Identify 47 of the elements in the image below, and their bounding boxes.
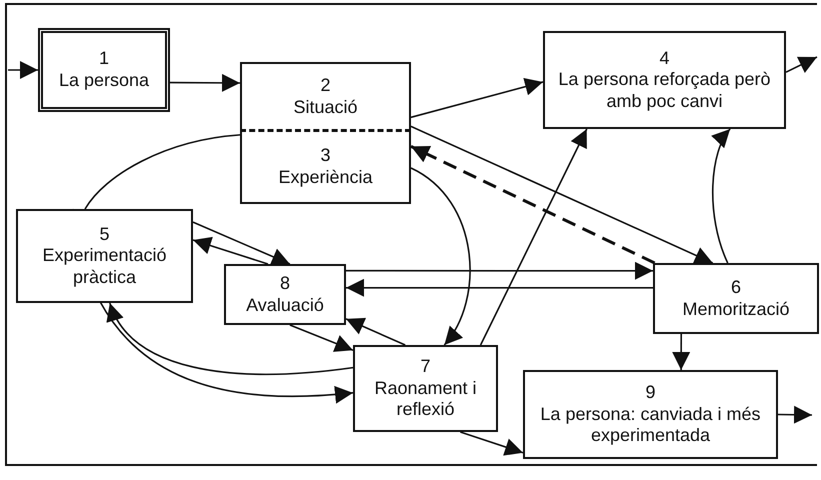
arrow	[672, 334, 690, 370]
arrow	[786, 56, 818, 73]
step-label: Experiència	[278, 167, 373, 189]
arrow	[192, 221, 290, 266]
process-box	[543, 31, 786, 129]
step-label: Memorització	[682, 298, 790, 320]
step-label: La persona	[58, 70, 150, 92]
process-box	[353, 345, 498, 432]
step-label: Situació	[293, 96, 358, 118]
arrow	[290, 324, 354, 352]
arrow	[346, 278, 653, 297]
process-box	[240, 62, 411, 132]
step-number: 9	[645, 382, 656, 404]
arrow	[778, 406, 812, 424]
arrow	[8, 61, 38, 79]
arrow	[410, 78, 544, 118]
step-number: 2	[320, 74, 330, 96]
step-label: La persona reforçada però amb poc canvi	[557, 69, 772, 112]
step-label: Experimentació pràctica	[41, 245, 168, 288]
arrow	[460, 431, 524, 456]
arrow	[192, 236, 268, 265]
arrow	[480, 128, 588, 346]
step-number: 8	[280, 272, 290, 294]
arrow	[108, 302, 354, 376]
step-number: 4	[659, 48, 670, 70]
process-box	[523, 370, 778, 459]
step-number: 3	[320, 145, 330, 167]
start-box	[38, 28, 170, 112]
connector-line	[84, 134, 240, 210]
step-label: Raonament i reflexió	[373, 378, 478, 421]
process-box	[240, 132, 411, 204]
step-number: 6	[730, 276, 741, 298]
arrow	[170, 74, 240, 92]
step-label: Avaluació	[246, 294, 324, 316]
step-number: 7	[420, 356, 430, 378]
arrow	[410, 126, 714, 264]
step-number: 1	[98, 48, 109, 70]
arrow	[346, 318, 406, 346]
step-label: La persona: canviada i més experimentada	[539, 404, 762, 447]
arrow	[346, 262, 653, 280]
process-box	[653, 263, 819, 334]
arrow	[712, 128, 731, 264]
step-number: 5	[99, 224, 110, 246]
arrow	[410, 167, 471, 346]
arrow	[410, 145, 656, 264]
process-box	[224, 264, 346, 325]
process-box	[16, 209, 193, 303]
